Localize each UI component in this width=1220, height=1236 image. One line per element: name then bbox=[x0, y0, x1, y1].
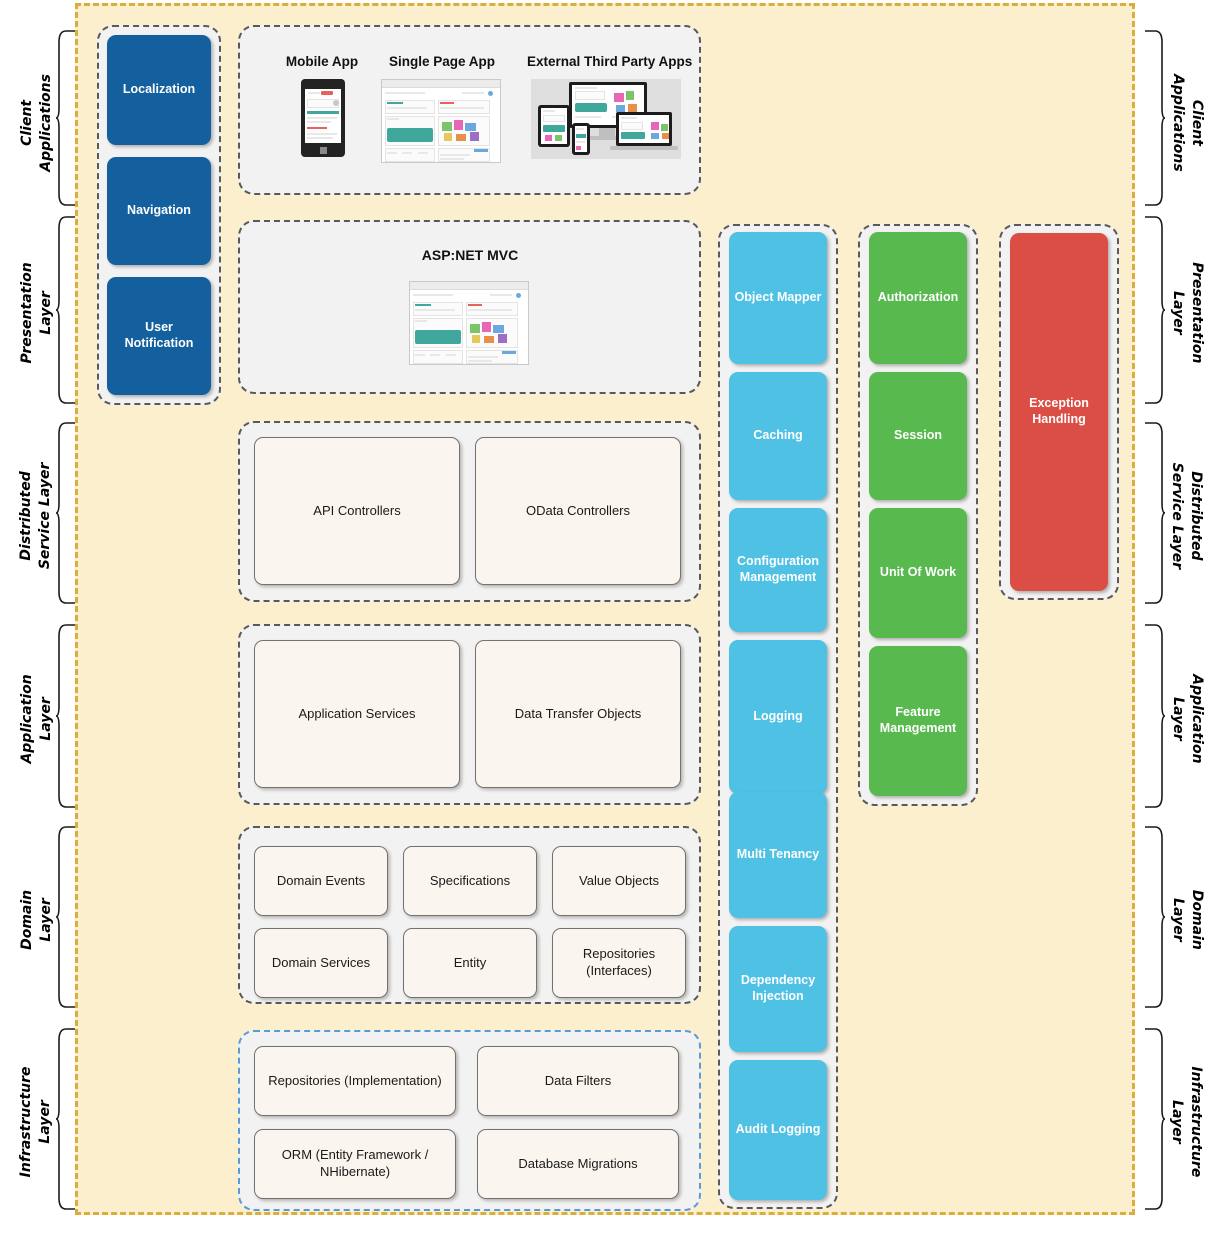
box-repositories-interfaces-label: Repositories (Interfaces) bbox=[582, 946, 656, 978]
tile-unit-of-work[interactable]: Unit Of Work bbox=[869, 508, 967, 638]
desktop-monitor-base bbox=[587, 136, 627, 140]
left-label-client-applications: Client Applications bbox=[19, 74, 54, 172]
tile-feature-management[interactable]: Feature Management bbox=[869, 646, 967, 796]
box-specifications[interactable]: Specifications bbox=[403, 846, 537, 916]
tile-feature-management-label: Feature Management bbox=[879, 705, 957, 735]
left-brace-domain-layer bbox=[56, 824, 78, 1010]
right-brace-infrastructure-layer bbox=[1143, 1026, 1165, 1212]
right-label-distributed-service-layer: Distributed Service Layer bbox=[1169, 462, 1204, 570]
left-label-presentation-layer: Presentation Layer bbox=[19, 262, 54, 364]
right-brace-domain-layer bbox=[1143, 824, 1165, 1010]
device-tablet-left bbox=[538, 105, 570, 147]
box-orm[interactable]: ORM (Entity Framework / NHibernate) bbox=[254, 1129, 456, 1199]
tile-exception-handling[interactable]: Exception Handling bbox=[1010, 233, 1108, 591]
tile-localization[interactable]: Localization bbox=[107, 35, 211, 145]
right-label-presentation-layer: Presentation Layer bbox=[1170, 262, 1205, 364]
left-brace-application-layer bbox=[56, 622, 78, 810]
right-brace-application-layer bbox=[1143, 622, 1165, 810]
thumbnail-mobile-app bbox=[301, 79, 345, 157]
right-label-client-applications: Client Applications bbox=[1170, 74, 1205, 172]
device-laptop bbox=[616, 112, 672, 146]
left-label-infrastructure-layer: Infrastructure Layer bbox=[18, 1066, 53, 1178]
box-value-objects[interactable]: Value Objects bbox=[552, 846, 686, 916]
right-brace-client-applications bbox=[1143, 28, 1165, 208]
tile-session[interactable]: Session bbox=[869, 372, 967, 500]
tile-audit-logging[interactable]: Audit Logging bbox=[729, 1060, 827, 1200]
box-orm-label: ORM (Entity Framework / NHibernate) bbox=[281, 1147, 429, 1179]
box-api-controllers[interactable]: API Controllers bbox=[254, 437, 460, 585]
tile-configuration-management-label: Configuration Management bbox=[737, 554, 819, 584]
title-aspnet-mvc: ASP:NET MVC bbox=[421, 247, 519, 263]
left-brace-client-applications bbox=[56, 28, 78, 208]
box-data-filters[interactable]: Data Filters bbox=[477, 1046, 679, 1116]
left-label-distributed-service-layer: Distributed Service Layer bbox=[18, 462, 53, 570]
tile-authorization[interactable]: Authorization bbox=[869, 232, 967, 364]
tile-logging[interactable]: Logging bbox=[729, 640, 827, 794]
caption-mobile-app: Mobile App bbox=[285, 54, 359, 69]
tile-exception-handling-label: Exception Handling bbox=[1029, 396, 1089, 426]
left-label-application-layer: Application Layer bbox=[19, 674, 54, 764]
thumbnail-single-page-app bbox=[381, 79, 501, 163]
caption-single-page-app: Single Page App bbox=[388, 54, 496, 69]
left-brace-presentation-layer bbox=[56, 214, 78, 406]
tile-multi-tenancy[interactable]: Multi Tenancy bbox=[729, 792, 827, 918]
box-domain-services[interactable]: Domain Services bbox=[254, 928, 388, 998]
box-entity[interactable]: Entity bbox=[403, 928, 537, 998]
right-brace-distributed-service-layer bbox=[1143, 420, 1165, 606]
thumbnail-external-third-party-apps bbox=[531, 79, 681, 159]
device-smartphone bbox=[572, 123, 590, 155]
tile-caching[interactable]: Caching bbox=[729, 372, 827, 500]
tile-user-notification[interactable]: User Notification bbox=[107, 277, 211, 395]
box-odata-controllers[interactable]: OData Controllers bbox=[475, 437, 681, 585]
tile-object-mapper[interactable]: Object Mapper bbox=[729, 232, 827, 364]
box-application-services[interactable]: Application Services bbox=[254, 640, 460, 788]
box-domain-events[interactable]: Domain Events bbox=[254, 846, 388, 916]
box-repositories-interfaces[interactable]: Repositories (Interfaces) bbox=[552, 928, 686, 998]
left-brace-distributed-service-layer bbox=[56, 420, 78, 606]
right-label-domain-layer: Domain Layer bbox=[1170, 889, 1205, 950]
tile-dependency-injection[interactable]: Dependency Injection bbox=[729, 926, 827, 1052]
right-label-application-layer: Application Layer bbox=[1170, 674, 1205, 764]
left-label-domain-layer: Domain Layer bbox=[19, 889, 54, 950]
tile-dependency-injection-label: Dependency Injection bbox=[740, 973, 816, 1003]
caption-external-third-party-apps: External Third Party Apps bbox=[527, 54, 693, 69]
left-brace-infrastructure-layer bbox=[56, 1026, 78, 1212]
laptop-base bbox=[610, 146, 678, 150]
tile-user-notification-label: User Notification bbox=[124, 320, 194, 350]
box-repositories-implementation[interactable]: Repositories (Implementation) bbox=[254, 1046, 456, 1116]
tile-configuration-management[interactable]: Configuration Management bbox=[729, 508, 827, 632]
right-brace-presentation-layer bbox=[1143, 214, 1165, 406]
desktop-monitor-stand bbox=[599, 128, 615, 136]
box-database-migrations[interactable]: Database Migrations bbox=[477, 1129, 679, 1199]
box-data-transfer-objects[interactable]: Data Transfer Objects bbox=[475, 640, 681, 788]
tile-navigation[interactable]: Navigation bbox=[107, 157, 211, 265]
thumbnail-aspnet-mvc bbox=[409, 281, 529, 365]
right-label-infrastructure-layer: Infrastructure Layer bbox=[1169, 1066, 1204, 1178]
